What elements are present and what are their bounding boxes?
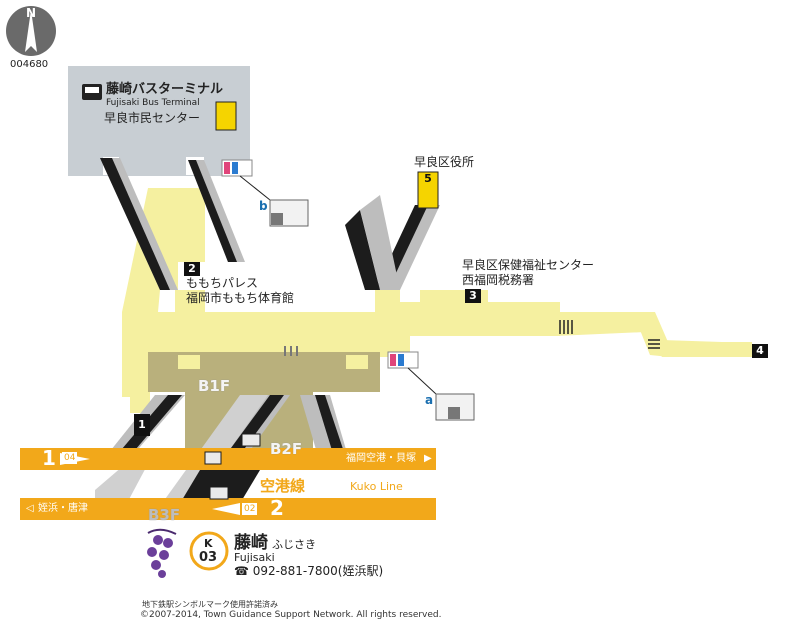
elevator-icon [215, 101, 439, 209]
station-number-badge [189, 531, 229, 571]
exit-passage-1 [100, 158, 178, 290]
footer-permission: 地下鉄駅シンボルマーク使用許諾済み [142, 600, 278, 609]
exit-3-marker: 3 [465, 289, 481, 303]
compass-icon [6, 6, 56, 56]
platform-track-1 [20, 448, 436, 470]
track-2-code: 02 [242, 503, 258, 515]
arrow-left-icon: ◁ [26, 503, 34, 514]
ticket-gate [284, 346, 298, 356]
bus-icon [82, 84, 102, 100]
track-2-number: 2 [270, 496, 284, 520]
exit-2-marker: 2 [184, 262, 200, 276]
escalator-icon [204, 433, 261, 500]
label-health-center: 早良区保健福祉センター [462, 258, 595, 272]
station-name-jp: 藤崎 [234, 533, 268, 553]
exit-4-marker: 4 [752, 344, 768, 358]
platform-gap [290, 470, 436, 498]
b2-opening [178, 355, 200, 369]
station-badge-number: 03 [199, 550, 218, 565]
floor-b1-label: B1F [198, 377, 231, 395]
exit-1-marker: 1 [134, 414, 150, 436]
facility-group-a-label: a [425, 393, 434, 407]
footer-copyright: ©2007-2014, Town Guidance Support Networ… [140, 610, 442, 620]
floor-b3-label: B3F [148, 506, 181, 524]
exit-5-marker: 5 [424, 172, 432, 185]
facility-group-b-label: b [259, 199, 268, 213]
bus-terminal-name: 藤崎バスターミナル [106, 82, 224, 97]
station-name-kana: ふじさき [272, 538, 316, 551]
arrow-right-icon: ▶ [424, 453, 432, 464]
facility-icons-a [407, 367, 475, 421]
facility-icons-b [239, 175, 309, 227]
label-gym: 福岡市ももち体育館 [186, 291, 295, 305]
fujisaki-wisteria-icon [147, 528, 177, 578]
passage-right [345, 195, 400, 290]
b2-opening [346, 355, 368, 369]
station-badge-letter: K [204, 537, 213, 550]
label-ward-office: 早良区役所 [414, 155, 475, 169]
track-1-number: 1 [42, 446, 56, 470]
station-code: 004680 [10, 59, 49, 70]
station-name-en: Fujisaki [234, 551, 275, 564]
track-2-direction: 姪浜・唐津 [38, 503, 88, 514]
steps-marks [559, 320, 660, 349]
track-1-code: 04 [62, 452, 78, 464]
line-name-en: Kuko Line [350, 480, 403, 493]
label-tax-office: 西福岡税務署 [462, 273, 535, 287]
line-name-jp: 空港線 [260, 477, 306, 495]
label-citizen-center: 早良市民センター [104, 111, 201, 125]
exit-passage-b [188, 160, 245, 262]
concourse-b1 [122, 188, 752, 413]
bus-terminal-name-en: Fujisaki Bus Terminal [106, 98, 200, 108]
arrow-left-icon [212, 503, 240, 515]
compass-letter: N [26, 6, 37, 20]
station-phone: ☎ 092-881-7800(姪浜駅) [234, 564, 384, 578]
toilet-icon [221, 159, 419, 369]
floor-b2-label: B2F [270, 440, 303, 458]
label-momochi-palace: ももちパレス [186, 276, 259, 290]
track-1-direction: 福岡空港・貝塚 [346, 453, 416, 464]
